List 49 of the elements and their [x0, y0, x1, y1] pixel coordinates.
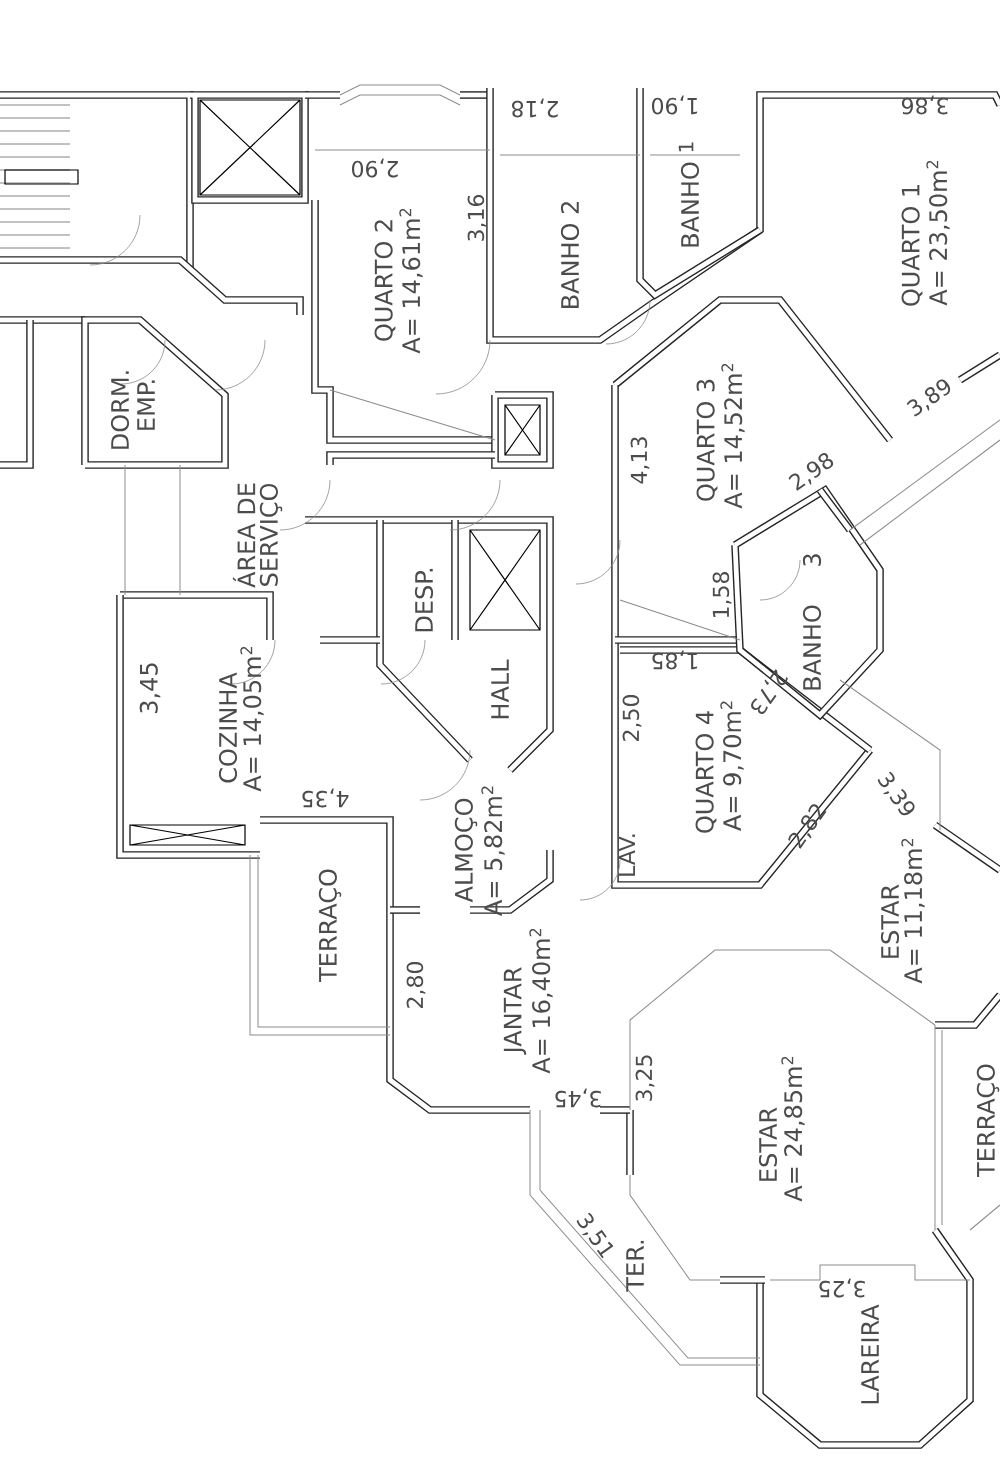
room-label: A= 9,70m$^{2}$ [720, 701, 744, 831]
room-label: LAREIRA [861, 1304, 879, 1404]
room-label: HALL [491, 659, 509, 719]
dimension-label: 4,13 [630, 437, 650, 484]
room-label: A= 5,82m$^{2}$ [481, 786, 505, 916]
dimension-label: 3,45 [555, 1088, 601, 1108]
room-label: A= 11,18m$^{2}$ [901, 838, 925, 984]
room-label: TER. [626, 1240, 644, 1292]
dimension-label: 1,85 [652, 650, 698, 670]
dimension-label: 2,50 [622, 695, 642, 741]
room-label: A= 16,40m$^{2}$ [529, 928, 553, 1074]
room-label: ESTAR [880, 884, 900, 958]
dimension-label: 2,90 [352, 158, 398, 178]
room-label: ESTAR [758, 1107, 778, 1181]
dimension-label: 3,25 [819, 1278, 865, 1298]
room-label: TERRAÇO [318, 869, 342, 982]
room-label: ÁREA DE [232, 483, 256, 588]
room-label: EMP. [137, 380, 155, 430]
room-label: A= 14,61m$^{2}$ [399, 208, 423, 354]
room-label: A= 14,05m$^{2}$ [240, 646, 264, 792]
dimension-label: 3,25 [635, 1055, 655, 1101]
dimension-label: 2,80 [406, 962, 426, 1008]
room-label: 3,45 [139, 663, 161, 713]
room-label: QUARTO 1 [901, 185, 923, 306]
room-label: QUARTO 4 [695, 711, 717, 833]
room-label: QUARTO 2 [374, 220, 396, 341]
room-label: TERRAÇO [976, 1064, 1000, 1177]
room-label: A= 23,50m$^{2}$ [926, 160, 950, 306]
dimension-label: 1 [678, 142, 694, 152]
room-label: ALMOÇO [454, 798, 478, 903]
room-label: DESP. [414, 568, 434, 632]
dimension-label: 1,58 [712, 572, 732, 618]
dimension-label: LAV. [619, 834, 635, 876]
dimension-label: 1,90 [652, 95, 698, 115]
room-label: COZINHA [218, 672, 238, 783]
room-label: 3 [802, 554, 822, 566]
room-label: A= 24,85m$^{2}$ [781, 1056, 805, 1202]
room-label: SERVIÇO [259, 483, 283, 586]
room-label: BANHO [802, 605, 822, 690]
room-label: A= 14,52m$^{2}$ [721, 363, 745, 509]
room-label: BANHO [680, 162, 700, 247]
dimension-label: 3,86 [901, 95, 948, 115]
room-label: DORM. [110, 371, 130, 449]
room-label: JANTAR [503, 967, 527, 1055]
dimension-label: 4,35 [302, 788, 349, 808]
dimension-label: 3,16 [467, 194, 487, 241]
room-label: BANHO 2 [560, 202, 580, 308]
dimension-label: 2,18 [512, 98, 558, 118]
room-label: QUARTO 3 [696, 379, 718, 501]
